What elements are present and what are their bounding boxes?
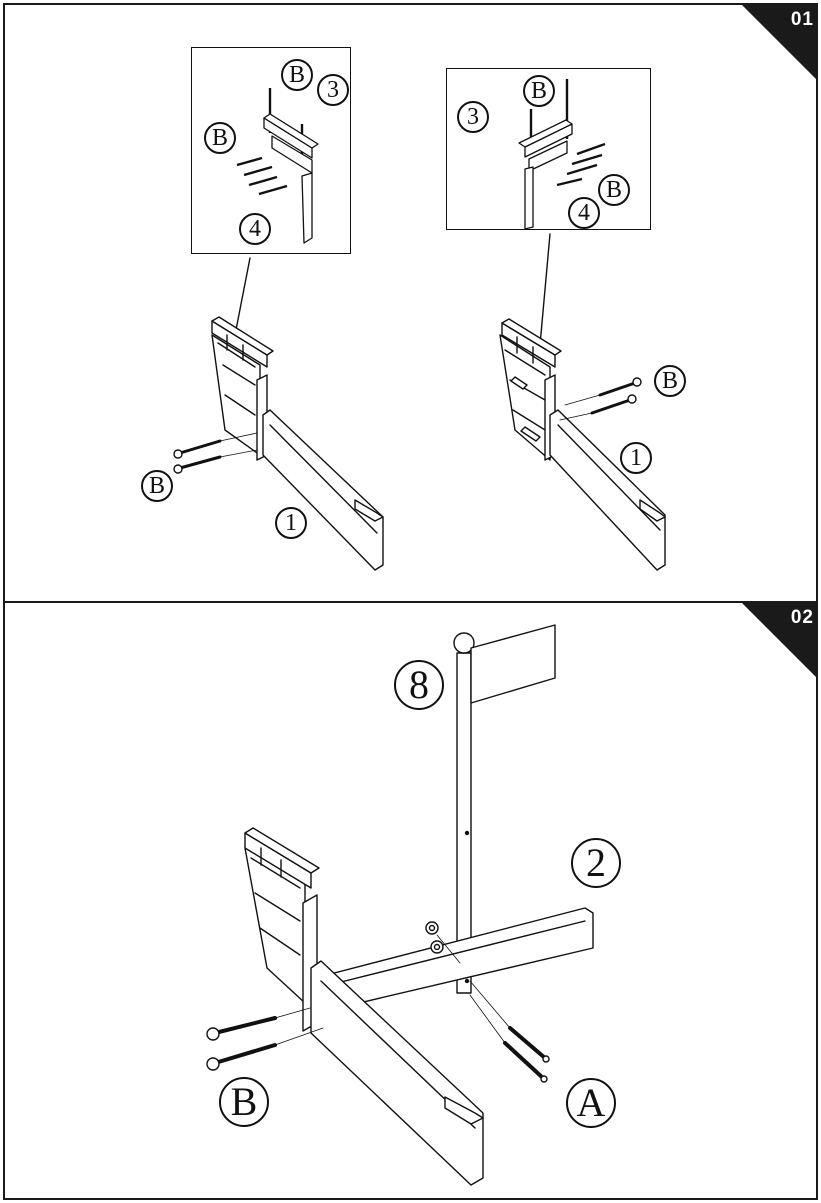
right-side-rail xyxy=(549,409,666,571)
callout-B-left-top: B xyxy=(281,59,313,91)
detail-box-right xyxy=(446,68,651,230)
callout-1-right: 1 xyxy=(620,442,652,474)
step-1-illustration xyxy=(173,233,666,571)
step-2-number: 02 xyxy=(790,607,814,628)
callout-B-right-screws: B xyxy=(654,365,686,397)
step-2-side-rail xyxy=(310,960,484,1186)
step-1-badge: 01 xyxy=(740,5,816,81)
detail-leader-left xyxy=(234,257,251,336)
detail-leader-right xyxy=(539,233,551,346)
step-2-badge: 02 xyxy=(740,603,816,679)
right-screws-B xyxy=(559,377,642,421)
callout-4-right: 4 xyxy=(568,197,600,229)
callout-B-right-side: B xyxy=(598,174,630,206)
screws-B-step-2 xyxy=(206,1007,324,1071)
callout-8: 8 xyxy=(394,660,444,710)
callout-B-left-screws: B xyxy=(141,470,173,502)
callout-3-left: 3 xyxy=(317,74,349,106)
left-screws-B xyxy=(173,432,258,474)
callout-4-left: 4 xyxy=(239,213,271,245)
callout-B-right-top: B xyxy=(523,75,555,107)
step-2-panel: 02 xyxy=(3,603,818,1200)
nuts xyxy=(425,921,461,964)
callout-2: 2 xyxy=(571,838,621,888)
step-1-panel: 01 xyxy=(3,3,818,603)
left-end-panel xyxy=(211,316,274,461)
step-2-illustration xyxy=(206,624,594,1186)
step-2-end-panel xyxy=(244,827,320,1032)
flag-pole-part-8 xyxy=(453,624,556,994)
left-side-rail xyxy=(262,409,384,571)
callout-1-left: 1 xyxy=(275,507,307,539)
callout-B-left-side: B xyxy=(204,122,236,154)
step-1-number: 01 xyxy=(790,9,814,30)
callout-B-step-2: B xyxy=(219,1077,269,1127)
bolts-A xyxy=(469,980,550,1083)
callout-3-right: 3 xyxy=(457,101,489,133)
callout-A-step-2: A xyxy=(566,1078,616,1128)
